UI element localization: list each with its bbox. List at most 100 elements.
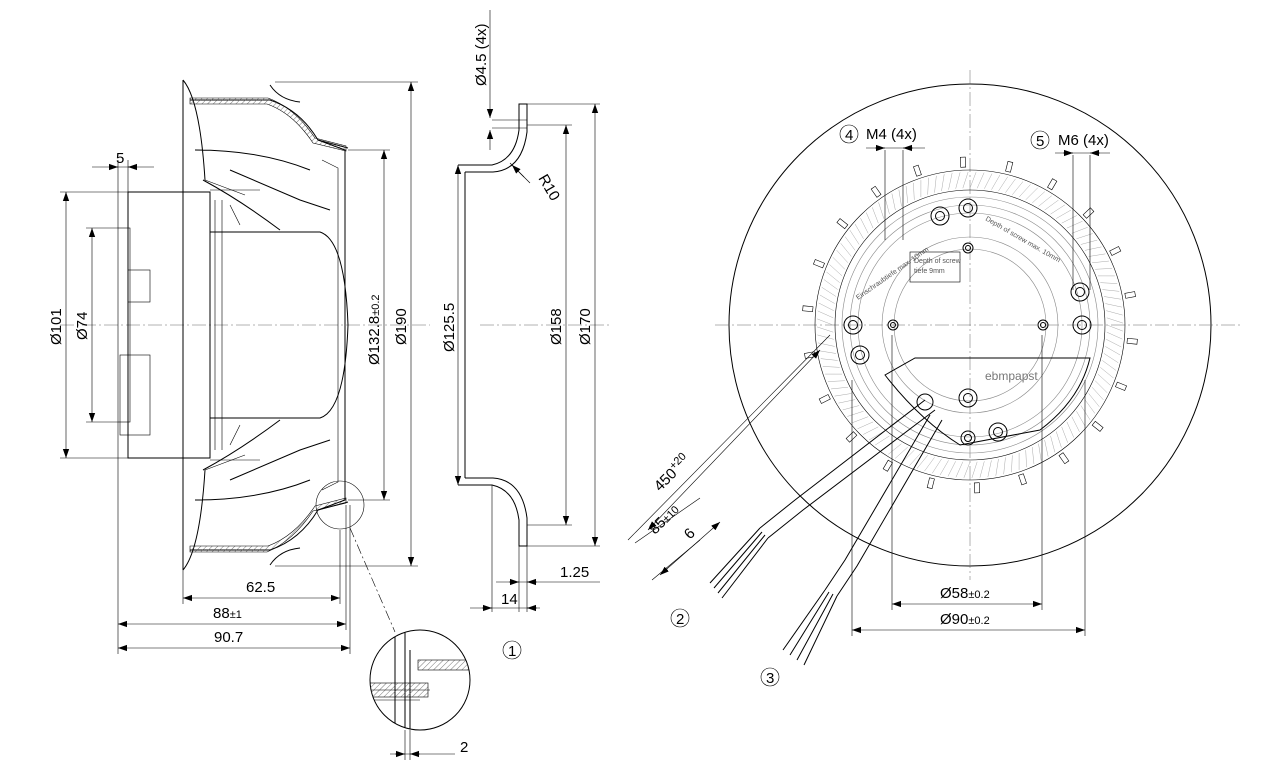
blade-tick	[1080, 239, 1098, 245]
blade-tick	[1055, 431, 1062, 448]
mounting-hole	[1040, 322, 1046, 328]
blade-tick	[1071, 416, 1080, 432]
dim-r10-arrow	[511, 164, 525, 178]
d58-label: Ø58±0.2	[940, 585, 990, 602]
blade-tick	[819, 294, 835, 304]
depth-note-right: Depth of screw max. 10mm	[984, 216, 1061, 265]
detail-shroud	[417, 659, 470, 671]
blade-tick	[1056, 209, 1072, 219]
blade-tick	[1050, 204, 1065, 215]
ring-profile	[458, 103, 528, 547]
blade-tick	[860, 218, 869, 234]
blade-tick	[1102, 360, 1117, 371]
impeller-bottom-shroud	[189, 497, 347, 553]
cable-1	[759, 399, 936, 539]
blade-tick	[1003, 457, 1006, 475]
blade-tick	[1044, 439, 1049, 457]
blade-tick	[840, 243, 852, 257]
blade-tick	[939, 460, 949, 476]
dim-hole-label: Ø4.5 (4x)	[473, 23, 490, 86]
blade-tick	[857, 421, 874, 430]
blade-tick	[834, 393, 852, 397]
impeller-bottom-blade	[182, 419, 349, 571]
dim-88-value: 88	[213, 605, 230, 622]
blade-tick	[894, 446, 908, 459]
blade-tick	[1038, 195, 1052, 207]
blade-tick	[1050, 435, 1056, 453]
blade-tick	[955, 172, 961, 189]
blade-tick	[1076, 411, 1086, 427]
mounting-hole	[843, 315, 863, 335]
blade-tick	[865, 212, 874, 229]
balance-clip	[1109, 246, 1122, 256]
dim-125-label: Ø125.5	[441, 303, 458, 352]
callout-3-label: 3	[766, 670, 774, 687]
detail-leader	[349, 527, 396, 633]
cable-2	[824, 414, 943, 597]
blade-tick	[995, 458, 999, 476]
blade-tick	[849, 230, 860, 245]
balance-clip	[802, 305, 814, 313]
blade-tick	[1032, 191, 1046, 204]
motor-pcb	[119, 354, 151, 436]
blade-tick	[1025, 450, 1027, 468]
dim-132-value: Ø132.8	[366, 316, 383, 365]
blade-tick	[1071, 227, 1088, 234]
detail-dim-label: 2	[460, 739, 468, 756]
blade-tick	[820, 358, 838, 361]
mounting-hole	[890, 322, 896, 328]
blade-tick	[905, 185, 909, 203]
blade-tick	[1061, 426, 1068, 443]
cable-2-wires	[782, 589, 838, 666]
blade-tick	[829, 264, 843, 277]
blade-tick	[823, 279, 838, 290]
blade-tick	[924, 457, 935, 472]
blade-tick	[817, 318, 834, 326]
blade-tick	[947, 461, 956, 477]
dim-90-label: 90.7	[214, 629, 243, 646]
blade-tick	[1025, 187, 1038, 201]
blade-tick	[1011, 455, 1013, 473]
mounting-hole	[993, 427, 1003, 437]
impeller-top-shroud	[189, 97, 347, 152]
blade-tick	[1018, 184, 1031, 198]
mounting-hole	[1070, 282, 1090, 302]
mounting-hole	[930, 206, 950, 226]
dim-14-label: 14	[501, 591, 518, 608]
blade-tick	[838, 399, 856, 404]
ring-view: Ø4.5 (4x) R10 Ø125.5 Ø158 Ø170 1.25 14	[441, 10, 610, 660]
blade-tick	[822, 366, 840, 368]
dim-88-tol: ±1	[230, 609, 242, 621]
m6-label: M6 (4x)	[1058, 132, 1109, 149]
mounting-hole	[855, 350, 865, 360]
blade-ring-outer	[814, 169, 1126, 481]
impeller-top-blade	[182, 79, 349, 231]
mounting-hole	[958, 198, 978, 218]
balance-clip	[813, 259, 825, 269]
detail-lines	[370, 689, 430, 701]
blade-tick	[854, 223, 864, 239]
blade-tick	[891, 193, 896, 211]
cable-1-wires	[709, 527, 769, 599]
blade-tick	[817, 334, 834, 340]
blade-tick	[909, 452, 922, 466]
blade-tick	[932, 458, 942, 474]
callout-3-circle	[760, 667, 780, 687]
dim-74-label: Ø74	[74, 312, 91, 340]
blade-tick	[842, 405, 860, 411]
motor-rotor-housing	[127, 191, 211, 459]
info-plate	[909, 251, 961, 283]
dim-125t-label: 1.25	[560, 564, 589, 581]
blade-tick	[1080, 405, 1091, 420]
blade-tick	[991, 174, 1001, 190]
balance-clip	[926, 477, 935, 490]
mounting-hole	[963, 393, 973, 403]
mounting-holes	[843, 198, 1092, 446]
detail-cone	[394, 630, 411, 730]
strip85-ext	[634, 497, 701, 544]
d90-label: Ø90±0.2	[940, 611, 990, 628]
balance-clip	[870, 185, 882, 198]
blade-tick	[872, 207, 879, 224]
blade-tick	[817, 310, 834, 319]
mounting-hole	[1072, 315, 1092, 335]
